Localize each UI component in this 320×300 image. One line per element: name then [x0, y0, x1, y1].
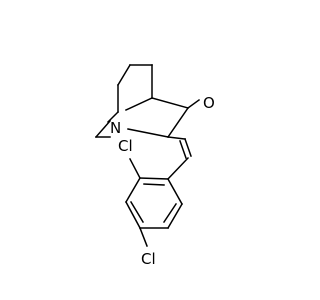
bond-exocyclic-double-a	[184, 138, 192, 157]
bond-c-alpha-to-vinyl	[167, 136, 186, 140]
ring-bond-1	[139, 177, 169, 180]
bond-n-c-alpha	[127, 128, 169, 138]
ring-double-1	[143, 183, 165, 186]
chlorine-ortho-label: Cl	[118, 137, 133, 155]
bond-carbonyl-o-a	[186, 98, 201, 110]
bond-ring-to-cl-ortho	[128, 157, 142, 180]
nitrogen-atom-label: N	[110, 119, 121, 137]
chlorine-para-label: Cl	[141, 250, 156, 268]
oxygen-atom-label: O	[203, 94, 215, 112]
bond-ring-to-cl-para	[139, 227, 148, 247]
ring-double-2	[129, 200, 145, 224]
bond-c-alpha-carbonyl	[166, 106, 190, 139]
bond-exocyclic-double-b	[179, 140, 187, 159]
molecule-structure-diagram: O N Cl Cl	[94, 63, 215, 268]
structure-canvas: O N Cl Cl	[94, 63, 215, 268]
bond-left-ch2	[94, 119, 112, 139]
ring-bond-2	[124, 176, 142, 204]
bond-vinyl-to-ring	[166, 156, 190, 181]
ring-bond-5	[166, 202, 184, 230]
dichlorophenyl-ring	[124, 157, 184, 247]
benzylidene-link	[166, 136, 192, 181]
ring-double-3	[162, 202, 178, 224]
bicyclic-core	[94, 63, 201, 139]
ring-bond-6	[166, 177, 184, 206]
ring-bond-3	[124, 200, 142, 230]
bond-bridgehead-ring	[125, 97, 153, 111]
bond-c1-c6	[116, 63, 132, 87]
bond-bridgehead-carbonyl-carbon	[151, 97, 189, 109]
